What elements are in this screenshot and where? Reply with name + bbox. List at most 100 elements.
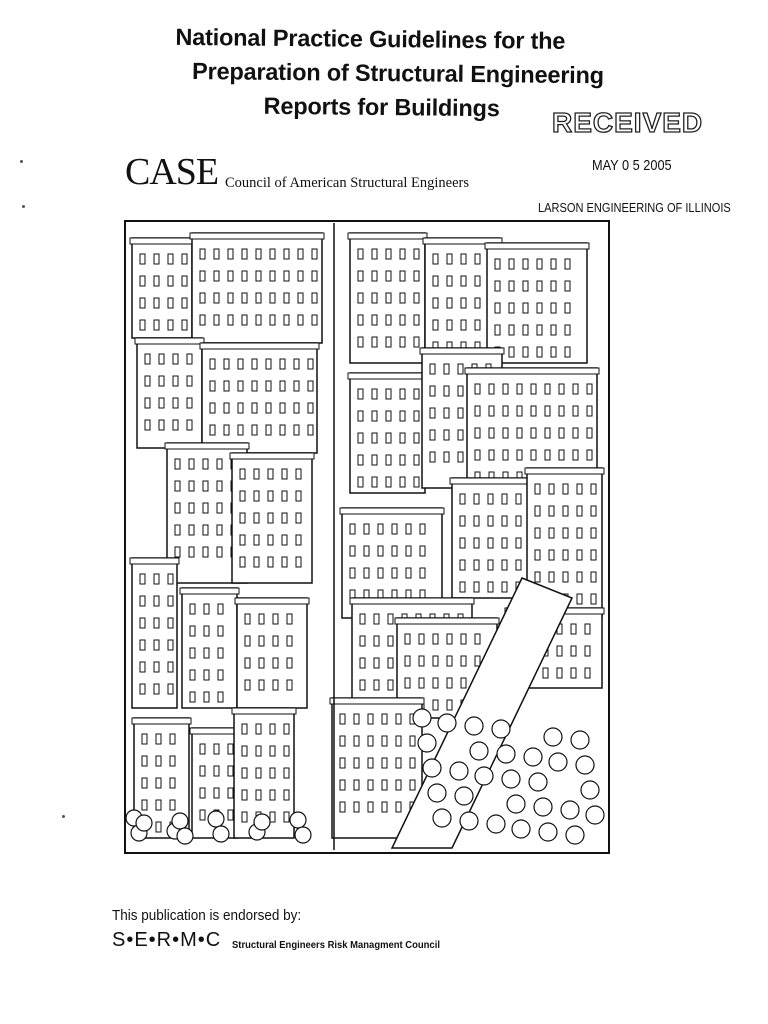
window: [139, 639, 146, 651]
window: [158, 375, 165, 387]
window: [373, 613, 380, 625]
window: [357, 476, 364, 488]
window: [572, 449, 579, 461]
tree: [412, 708, 432, 728]
window: [460, 633, 467, 645]
window: [153, 639, 160, 651]
window: [213, 314, 220, 326]
window: [385, 336, 392, 348]
window: [241, 292, 248, 304]
window: [272, 679, 279, 691]
window: [405, 567, 412, 579]
window: [186, 397, 193, 409]
window: [255, 723, 262, 735]
window: [409, 735, 416, 747]
window: [586, 427, 593, 439]
window: [239, 468, 246, 480]
window: [570, 623, 577, 635]
window: [399, 388, 406, 400]
window: [139, 253, 146, 265]
window: [544, 405, 551, 417]
window: [339, 713, 346, 725]
window: [550, 280, 557, 292]
window: [432, 253, 439, 265]
window: [446, 677, 453, 689]
window: [269, 314, 276, 326]
window: [564, 324, 571, 336]
window: [460, 319, 467, 331]
window: [199, 314, 206, 326]
window: [203, 669, 210, 681]
window: [371, 388, 378, 400]
window: [153, 275, 160, 287]
window: [353, 713, 360, 725]
window: [307, 380, 314, 392]
window: [570, 645, 577, 657]
window: [413, 388, 420, 400]
window: [186, 419, 193, 431]
window: [295, 556, 302, 568]
building-cornice: [347, 372, 428, 380]
window: [217, 603, 224, 615]
window: [267, 490, 274, 502]
window: [381, 735, 388, 747]
window: [199, 765, 206, 777]
window: [473, 493, 480, 505]
tree: [575, 755, 595, 775]
window: [297, 270, 304, 282]
window: [385, 248, 392, 260]
building-cornice: [422, 237, 503, 245]
window: [405, 545, 412, 557]
window: [169, 777, 176, 789]
window: [251, 402, 258, 414]
window: [474, 655, 481, 667]
window: [158, 397, 165, 409]
window: [404, 655, 411, 667]
window: [199, 787, 206, 799]
window: [213, 248, 220, 260]
window: [473, 537, 480, 549]
window: [244, 679, 251, 691]
window: [562, 505, 569, 517]
street: [390, 577, 574, 849]
window: [429, 407, 436, 419]
window: [186, 353, 193, 365]
building-cornice: [179, 587, 240, 595]
window: [371, 410, 378, 422]
window: [203, 625, 210, 637]
window: [295, 534, 302, 546]
window: [590, 571, 597, 583]
window: [174, 480, 181, 492]
window: [586, 383, 593, 395]
window: [283, 811, 290, 823]
window: [590, 483, 597, 495]
window: [227, 248, 234, 260]
tree: [253, 813, 271, 831]
window: [139, 573, 146, 585]
window: [223, 424, 230, 436]
window: [522, 302, 529, 314]
window: [203, 647, 210, 659]
window: [295, 490, 302, 502]
window: [399, 314, 406, 326]
window: [217, 691, 224, 703]
window: [181, 275, 188, 287]
window: [488, 449, 495, 461]
window: [544, 383, 551, 395]
window: [494, 324, 501, 336]
window: [189, 669, 196, 681]
window: [590, 549, 597, 561]
window: [429, 429, 436, 441]
window: [357, 314, 364, 326]
window: [339, 757, 346, 769]
window: [199, 809, 206, 821]
window: [432, 655, 439, 667]
window: [501, 493, 508, 505]
window: [564, 346, 571, 358]
window: [515, 537, 522, 549]
scan-speck: [20, 160, 23, 163]
window: [141, 799, 148, 811]
window: [446, 253, 453, 265]
window: [432, 297, 439, 309]
window: [213, 292, 220, 304]
